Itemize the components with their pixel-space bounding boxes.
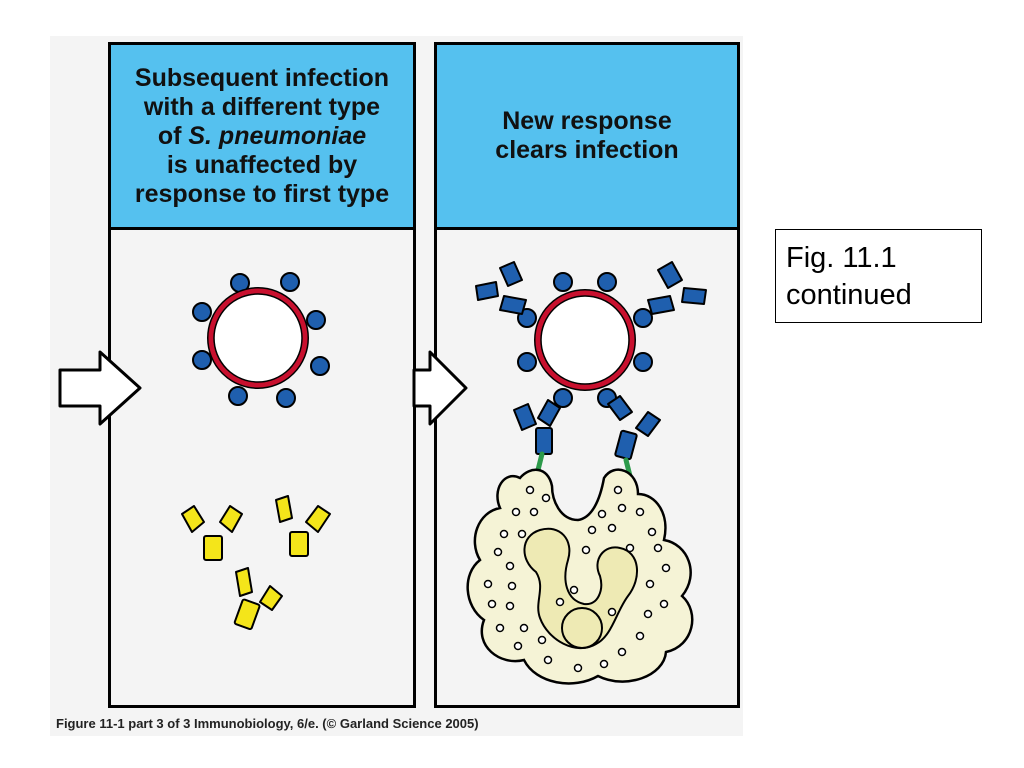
macrophage-icon	[466, 468, 694, 685]
arrow-icon	[412, 350, 468, 426]
antibody-icon	[475, 261, 707, 461]
bacterium-icon	[192, 272, 330, 408]
panel-1-header-line-1: Subsequent infection	[134, 63, 390, 92]
panel-1-header: Subsequent infection with a different ty…	[111, 45, 413, 230]
antibody-icon	[233, 567, 283, 631]
antibody-icon	[275, 495, 331, 557]
bacterium-icon	[517, 272, 653, 408]
panel-1-header-line-4: is unaffected by	[166, 150, 358, 179]
figure-note-box: Fig. 11.1 continued	[775, 229, 982, 323]
note-line-2: continued	[786, 279, 912, 311]
figure-caption: Figure 11-1 part 3 of 3 Immunobiology, 6…	[56, 716, 479, 731]
species-name: S. pneumoniae	[188, 121, 367, 150]
panel-2-header-line-1: New response	[502, 107, 672, 135]
panel-2-header: New response clears infection	[437, 45, 737, 230]
arrow-icon	[58, 350, 142, 426]
panel-2-header-line-2: clears infection	[495, 136, 679, 164]
panel-1-header-line-5: response to first type	[134, 179, 390, 208]
panel-1-header-line-3: of S. pneumoniae	[157, 121, 367, 150]
antibody-icon	[181, 505, 243, 561]
note-line-1: Fig. 11.1	[786, 242, 897, 274]
panel-1-header-line-2: with a different type	[143, 92, 381, 121]
